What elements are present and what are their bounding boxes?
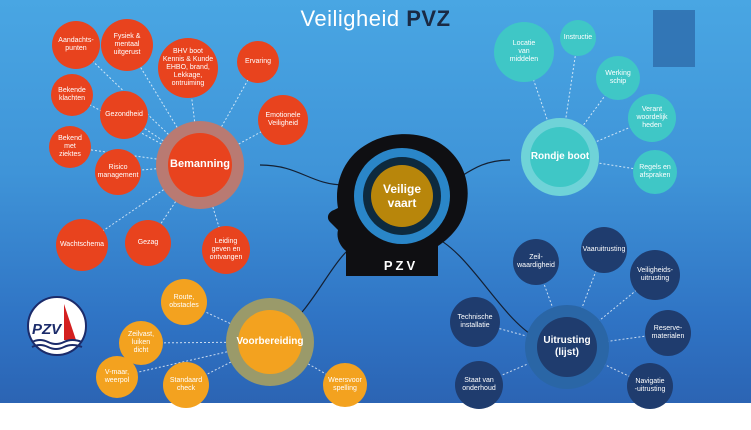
- crew-item[interactable]: BHV boot Kennis & Kunde EHBO, brand, Lek…: [158, 38, 218, 98]
- prep-item[interactable]: V-maar, weerpol: [96, 356, 138, 398]
- brand-label: PZV: [383, 258, 419, 273]
- bottom-band: [0, 403, 751, 430]
- connector-line: [123, 114, 201, 166]
- tour-item[interactable]: Instructie: [560, 20, 596, 56]
- crew-item[interactable]: Leiding geven en ontvangen: [202, 226, 250, 274]
- center-label: Veilige vaart: [382, 181, 422, 210]
- crew-item[interactable]: Gezondheid: [100, 91, 148, 139]
- pzv-logo-icon: PZV: [27, 296, 87, 356]
- prep-item[interactable]: Standaard check: [163, 362, 209, 408]
- tour-hub[interactable]: Rondje boot: [530, 127, 590, 187]
- prep-item[interactable]: Route, obstacles: [161, 279, 207, 325]
- crew-item[interactable]: Wachtschema: [56, 219, 108, 271]
- head-silhouette-icon: [327, 134, 468, 276]
- tour-item[interactable]: Verant woordelijk heden: [628, 94, 676, 142]
- prep-hub[interactable]: Voorbereiding: [236, 310, 304, 374]
- equip-item[interactable]: Veiligheids- uitrusting: [630, 250, 680, 300]
- hub-connector: [259, 164, 346, 186]
- title-main: Veiligheid: [300, 6, 400, 31]
- prep-item[interactable]: Weersvoor spelling: [323, 363, 367, 407]
- equip-item[interactable]: Vaaruitrusting: [581, 227, 627, 273]
- page-title: Veiligheid PVZ: [0, 6, 751, 32]
- crew-item[interactable]: Ervaring: [237, 41, 279, 83]
- crew-item[interactable]: Fysiek & mentaal uitgerust: [101, 19, 153, 71]
- decorative-bar: [653, 10, 695, 67]
- connector-line: [566, 274, 656, 348]
- tour-item[interactable]: Werking schip: [596, 56, 640, 100]
- equip-item[interactable]: Zeil- waardigheid: [513, 239, 559, 285]
- equip-item[interactable]: Technische installatie: [450, 297, 500, 347]
- crew-item[interactable]: Aandachts- punten: [52, 21, 100, 69]
- equip-item[interactable]: Staat van onderhoud: [455, 361, 503, 409]
- equip-item[interactable]: Reserve- materialen: [645, 310, 691, 356]
- crew-item[interactable]: Gezag: [125, 220, 171, 266]
- crew-item[interactable]: Bekende klachten: [51, 74, 93, 116]
- tour-item[interactable]: Regels en afspraken: [633, 150, 677, 194]
- connector-line: [199, 164, 227, 251]
- equip-item[interactable]: Navigatie -uitrusting: [627, 363, 673, 409]
- connector-line: [535, 261, 568, 348]
- equip-hub[interactable]: Uitrusting (lijst): [537, 317, 597, 377]
- hub-connector: [429, 234, 541, 341]
- tour-item[interactable]: Locatie van middelen: [494, 22, 554, 82]
- crew-item[interactable]: Emotionele Veiligheid: [258, 95, 308, 145]
- svg-text:PZV: PZV: [32, 321, 63, 338]
- crew-hub[interactable]: Bemanning: [168, 133, 232, 197]
- crew-item[interactable]: Risico management: [95, 149, 141, 195]
- title-accent: PVZ: [406, 6, 451, 31]
- crew-item[interactable]: Bekend met ziektes: [49, 126, 91, 168]
